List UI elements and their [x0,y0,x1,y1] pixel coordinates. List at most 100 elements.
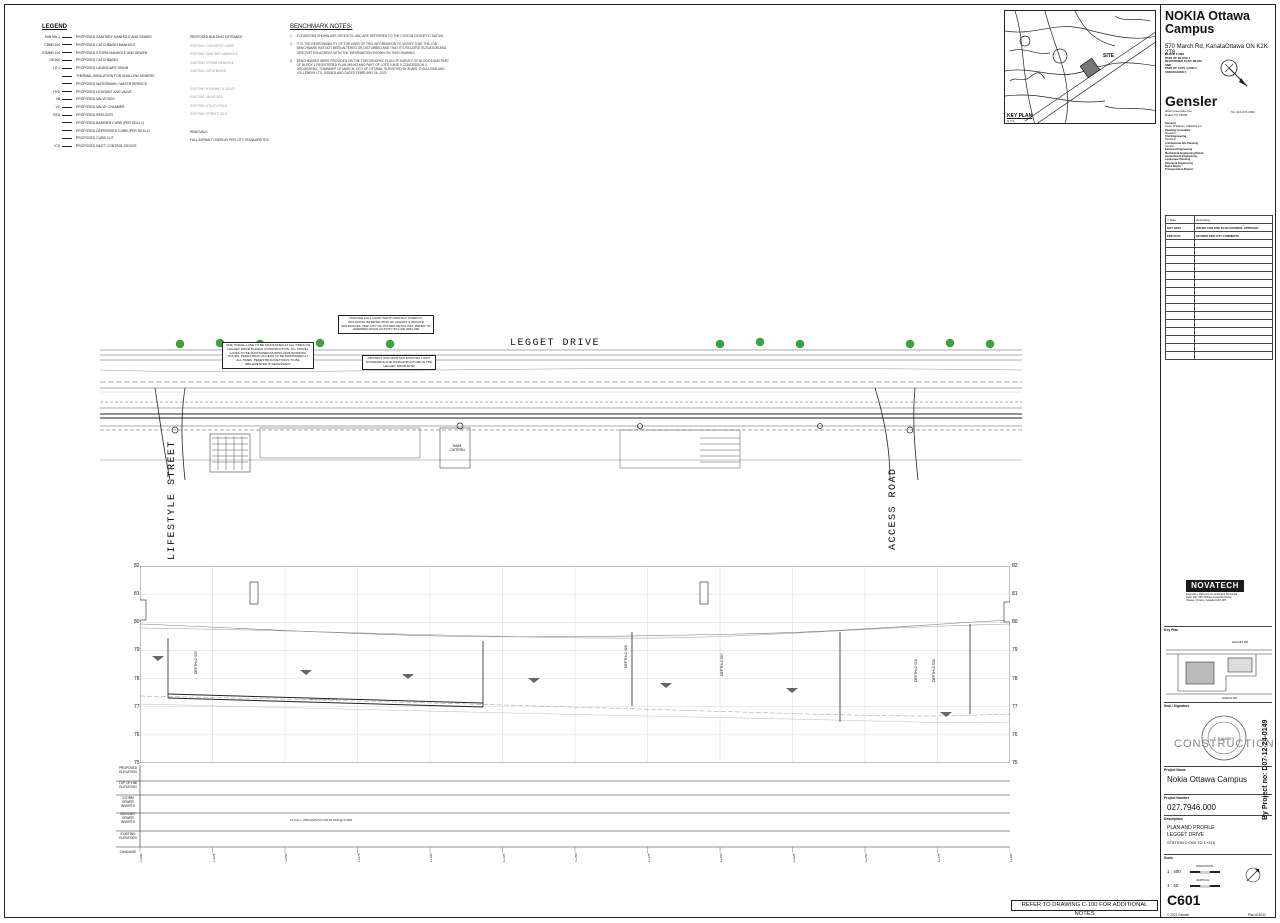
consultant-role: Mechanical Engineering Plumb. [1165,151,1205,155]
consultant-name: Gensler [1165,145,1175,149]
key-plan-label: KEY PLAN [1007,113,1033,119]
legend-existing-label: FULL ASPHALT OVERLAY PER CITY STANDARD R… [190,138,269,143]
legend-label: PROPOSED INLET CONTROL DEVICE [76,144,137,149]
revision-empty-rows [1165,239,1273,360]
elevation-tick-label: 81 [134,591,140,598]
chainage-label: 1+175 [646,853,651,862]
legal-line: AND [1165,62,1172,67]
road-label-lifestyle: LIFESTYLE STREET [167,439,178,560]
consultant-name: Annis, O'Sullivan, Vollebekk Ltd. [1165,125,1203,129]
consultant-logo: NOVATECH [1186,580,1244,592]
scale-horizontal: 1 : 400 [1167,869,1181,874]
legend-symbol-icon [62,75,72,80]
note-1: 1.ELEVATIONS SHOWN ARE GEODETIC AND ARE … [290,34,450,38]
firm-address-line: 2020 Greenville Ave [1165,109,1192,113]
chainage-label: 1+125 [501,853,506,862]
elevation-tick-label: 78 [134,675,140,682]
consultant-detail-line: Engineers, Planners & Landscape Architec… [1186,593,1238,596]
revision-empty-row [1165,303,1273,312]
legend-code: SAN MH-1 [44,35,60,39]
consultant-role: Structural Engineering [1165,161,1193,165]
depth-label-2: DEPTH=2.428 [624,645,628,668]
legend-label: PROPOSED LANDSCAPE DRAIN [76,66,129,71]
note-3: 3.BENCHMARKS WERE PROVIDED ON THE TOPOGR… [290,59,450,76]
revision-empty-row [1165,311,1273,320]
table-row-label: SANITARY SEWER INVERTS [120,812,136,824]
note-text: BENCHMARKS WERE PROVIDED ON THE TOPOGRAP… [296,58,449,76]
elevation-tick-label: 79 [1012,647,1018,654]
description-label: Description [1164,815,1272,821]
date-header-label: Date [1169,217,1176,222]
profile-data-table [116,765,1010,853]
legend-symbol-icon [62,114,72,119]
scale-label: Scale [1164,854,1272,860]
key-plan: SITE KEY PLAN N.T.S. [1004,10,1156,124]
revision-date: FEB 07/25 [1165,231,1195,240]
legend: LEGEND [36,24,286,30]
consultant-entry: Transportation Planner [1165,168,1275,171]
table-row-label: EXISTING ELEVATION [119,832,137,840]
consultant-role: Architectural Site Planning [1165,141,1199,145]
legend-label: PROPOSED VALVE BOX [76,97,115,102]
sanitary-note: 11.0.0m - 250mmØ PVC DR 35 SAN @ 0.30% [290,818,353,822]
consultant-detail-line: Ottawa, Ontario, Canada K2M 1P6 [1186,599,1227,603]
legend-existing-label: EXISTING STREETLIGHT [190,112,228,117]
chainage-label: 1+100 [429,853,433,862]
revision-empty-row [1165,271,1273,280]
project-name-label: Project Name [1164,766,1272,772]
revision-empty-row [1165,351,1273,360]
chainage-label: 1+300 [1009,853,1013,862]
legend-symbol-icon [62,59,72,64]
legend-existing-label: EXISTING CONCRETE CURB [190,43,234,48]
legend-symbol-icon [62,83,72,87]
road-label-legget: LEGGET DRIVE [510,338,601,349]
revision-empty-row [1165,319,1273,328]
plan-view: PROVIDE FULL ROAD WIDTH ASPHALT OVERLAY,… [99,315,1035,481]
key-plan-map [1005,11,1155,123]
elevation-tick-label: 76 [1012,731,1018,738]
consultant-detail-line: Suite 200, 240 Michael Cowpland Drive [1186,596,1232,600]
seal-section-label: Seal / Signature [1164,702,1272,708]
consultant-role: Geotechnical Engineering [1165,154,1197,158]
legend-symbol-icon [62,67,72,72]
consultant-entry: Structural Engineering [1165,162,1275,165]
key-plan-site: SITE [1103,53,1115,59]
legend-symbol-icon [62,122,72,126]
legend-existing-label: EXISTING STORM MANHOLE [190,60,234,65]
legend-label: PROPOSED VALVE CHAMBER [76,105,125,110]
scale-vertical: 1 : 40 [1167,883,1179,888]
table-row-label: TOP OF HMI ELEVATION [118,781,138,789]
elevation-tick-label: 80 [134,619,140,626]
firm-telephone: Tel. 214.273.1500 [1231,110,1255,114]
project-address: 570 March Rd, KanataOttawa ON K2K 2T6 [1165,44,1268,56]
legal-description: BLOCK 6 AND PART OF BLOCK 1 REGISTERED P… [1165,52,1202,75]
revision-desc: ISSUED FOR SITE PLAN CONTROL APPROVAL [1194,223,1273,232]
profile-drawing [137,565,1013,764]
consultant-role: Noise Report [1165,164,1182,168]
chainage-label: 1+250 [864,853,868,862]
legend-symbol-icon [62,91,72,95]
project-title: NOKIA Ottawa Campus [1165,9,1250,36]
benchmark-notes: BENCHMARK NOTES: 1.ELEVATIONS SHOWN ARE … [290,24,450,76]
chainage-label: 1+025 [211,853,216,862]
revision-empty-row [1165,287,1273,296]
key-plan-section-label: Key Plan [1164,626,1272,632]
revision-empty-row [1165,239,1273,248]
revision-desc-header: Description [1194,215,1273,224]
legend-label: PROPOSED WATERMAIN / WATER SERVICE [76,81,147,86]
legend-symbol-icon [62,36,72,41]
depth-label-3: DEPTH=2.507 [720,653,724,676]
revision-header: △ Date Description [1165,215,1273,224]
vertical-project-number: By Project no: D07-12-24-0149 [1262,719,1269,820]
consultant-role: Planning Consultant [1165,128,1191,132]
legend-code: STMMH 100 [42,50,60,55]
drawing-description: PLAN AND PROFILE LEGGET DRIVE [1167,825,1215,838]
legend-symbol-icon [62,106,72,111]
firm-address-line: Dallas TX 75206 [1165,112,1188,117]
legend-code: VB [55,97,60,102]
note-num: 1. [290,34,293,38]
legend-existing-label: EXISTING UTILITY POLE [190,103,227,108]
